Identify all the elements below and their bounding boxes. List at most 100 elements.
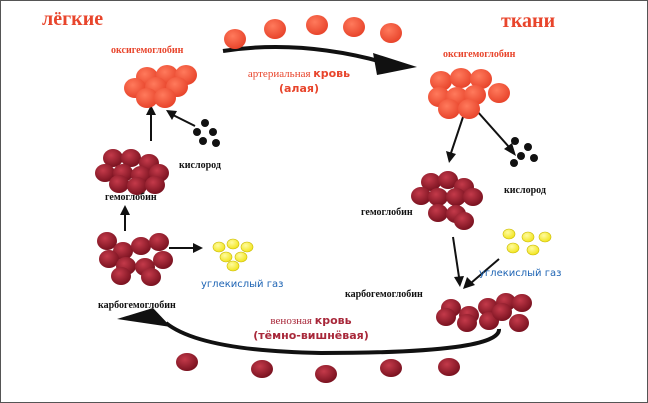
venous-flow-arrow <box>164 321 501 356</box>
oxyhemoglobin-tissues-item <box>458 99 480 119</box>
oxygen-tissues-item <box>530 154 538 162</box>
arterial-flow-arrowhead <box>373 53 417 75</box>
oxygen-lungs-item <box>212 139 220 147</box>
arterial-word: артериальная <box>247 68 311 80</box>
co2-tissues-item <box>506 242 520 254</box>
oxyhemoglobin-tissues-item <box>450 68 472 88</box>
arterial-blood-label: артериальная кровь (алая) <box>239 67 359 97</box>
oxygen-lungs-item <box>193 128 201 136</box>
oxygen-lungs-group <box>193 119 220 147</box>
carbohemoglobin-lungs-item <box>153 251 173 269</box>
carbohemoglobin-lungs-item <box>99 250 119 268</box>
oxygen-tissues-item <box>517 152 525 160</box>
co2-lungs-item <box>234 251 248 263</box>
hemoglobin-tissues-item <box>463 188 483 206</box>
oxygen-lungs-item <box>199 137 207 145</box>
hemoglobin-tissues-item <box>446 188 466 206</box>
arterial-color-note: (алая) <box>278 81 320 95</box>
hemoglobin-lungs-item <box>121 149 141 167</box>
oxyhemoglobin-tissues-item <box>488 83 510 103</box>
carbohemoglobin-tissues-group <box>436 293 532 332</box>
arrow-oxy-to-oxygen <box>476 110 510 148</box>
tissues-title: ткани <box>501 10 556 32</box>
co2-lungs-group <box>212 238 254 272</box>
venous-stream-cells-item <box>380 359 402 377</box>
venous-blood-word: кровь <box>314 314 352 327</box>
oxyhemoglobin-tissues-label: оксигемоглобин <box>443 49 516 60</box>
carbohemoglobin-tissues-label: карбогемоглобин <box>345 289 423 300</box>
hemoglobin-tissues-item <box>438 171 458 189</box>
hemoglobin-lungs-item <box>109 175 129 193</box>
venous-word: венозная <box>270 315 312 327</box>
oxyhemoglobin-tissues-item <box>438 99 460 119</box>
oxygen-tissues-label: кислород <box>504 185 546 196</box>
venous-stream-cells-group <box>176 353 460 383</box>
hemoglobin-lungs-item <box>95 164 115 182</box>
arterial-stream-cells-group <box>224 15 402 49</box>
co2-tissues-item <box>538 231 552 243</box>
carbohemoglobin-tissues-item <box>512 294 532 312</box>
oxyhemoglobin-tissues-item <box>430 71 452 91</box>
venous-blood-label: венозная кровь (тёмно-вишнёвая) <box>241 314 381 344</box>
oxyhemoglobin-lungs-group <box>124 65 197 108</box>
lungs-title: лёгкие <box>42 8 104 30</box>
oxygen-lungs-item <box>201 119 209 127</box>
oxygen-tissues-item <box>511 137 519 145</box>
co2-tissues-label: углекислый газ <box>479 268 562 279</box>
arterial-stream-cells-item <box>380 23 402 43</box>
arterial-blood-word: кровь <box>313 67 351 80</box>
hemoglobin-lungs-item <box>145 176 165 194</box>
co2-lungs-item <box>226 260 240 272</box>
co2-lungs-item <box>240 241 254 253</box>
arterial-stream-cells-item <box>306 15 328 35</box>
oxygen-tissues-item <box>510 159 518 167</box>
hemoglobin-lungs-item <box>103 149 123 167</box>
hemoglobin-tissues-group <box>411 171 483 230</box>
carbohemoglobin-lungs-item <box>141 268 161 286</box>
arrow-hemoglobin-to-carbo <box>452 236 460 278</box>
carbohemoglobin-lungs-item <box>131 237 151 255</box>
hemoglobin-lungs-group <box>95 149 169 195</box>
venous-stream-cells-item <box>176 353 198 371</box>
hemoglobin-tissues-label: гемоглобин <box>361 207 413 218</box>
oxyhemoglobin-lungs-label: оксигемоглобин <box>111 45 184 56</box>
co2-tissues-group <box>502 228 552 256</box>
carbohemoglobin-lungs-group <box>97 232 173 286</box>
co2-tissues-item <box>526 244 540 256</box>
carbohemoglobin-lungs-item <box>111 267 131 285</box>
arterial-stream-cells-item <box>224 29 246 49</box>
oxyhemoglobin-lungs-item <box>136 88 158 108</box>
arrow-oxy-to-hemoglobin <box>450 116 464 154</box>
oxyhemoglobin-lungs-item <box>154 88 176 108</box>
carbohemoglobin-lungs-label: карбогемоглобин <box>98 300 176 311</box>
oxygen-lungs-label: кислород <box>179 160 221 171</box>
oxygen-tissues-group <box>510 137 538 167</box>
carbohemoglobin-tissues-item <box>436 308 456 326</box>
carbohemoglobin-tissues-item <box>509 314 529 332</box>
arterial-stream-cells-item <box>264 19 286 39</box>
carbohemoglobin-tissues-item <box>457 314 477 332</box>
oxyhemoglobin-tissues-item <box>470 69 492 89</box>
hemoglobin-tissues-item <box>421 173 441 191</box>
venous-flow-arrowhead <box>117 308 171 327</box>
hemoglobin-tissues-item <box>454 212 474 230</box>
carbohemoglobin-lungs-item <box>149 233 169 251</box>
oxyhemoglobin-tissues-group <box>428 68 510 119</box>
venous-stream-cells-item <box>315 365 337 383</box>
hemoglobin-tissues-item <box>428 204 448 222</box>
co2-lungs-item <box>226 238 240 250</box>
co2-lungs-item <box>219 251 233 263</box>
arterial-stream-cells-item <box>343 17 365 37</box>
oxygen-lungs-item <box>209 128 217 136</box>
co2-tissues-item <box>502 228 516 240</box>
co2-lungs-item <box>212 241 226 253</box>
co2-tissues-item <box>521 231 535 243</box>
hemoglobin-lungs-item <box>127 177 147 195</box>
hemoglobin-tissues-item <box>428 188 448 206</box>
venous-stream-cells-item <box>438 358 460 376</box>
carbohemoglobin-tissues-item <box>492 303 512 321</box>
venous-stream-cells-item <box>251 360 273 378</box>
venous-color-note: (тёмно-вишнёвая) <box>253 328 369 342</box>
